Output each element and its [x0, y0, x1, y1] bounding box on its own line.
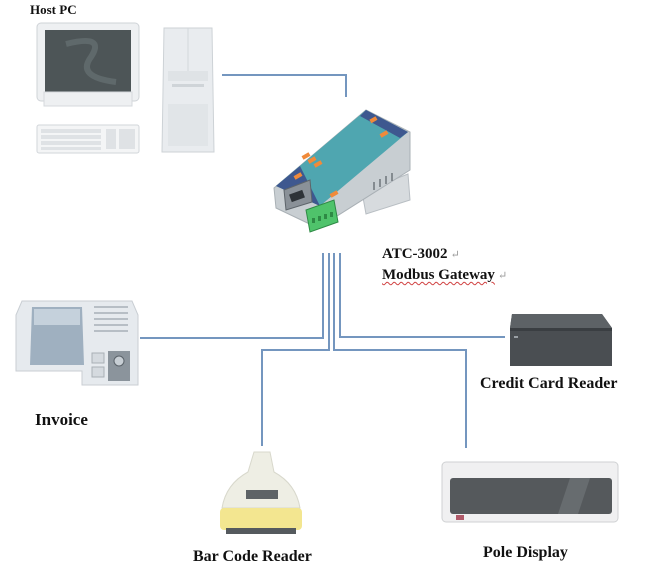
credit-card-reader-label: Credit Card Reader: [480, 375, 618, 392]
wire-host-pc: [222, 74, 347, 97]
credit-card-reader: [510, 314, 612, 366]
gateway-model: ATC-3002↵: [382, 246, 460, 262]
host-pc-keyboard: [36, 124, 140, 154]
gateway-title: ATC-3002↵ Modbus Gateway↵: [382, 244, 507, 286]
host-pc-monitor: [36, 22, 140, 107]
invoice-printer: [15, 300, 139, 386]
host-pc-tower: [161, 27, 215, 153]
atc-3002-gateway-device: [273, 109, 411, 233]
wire-bar-code-reader: [261, 253, 330, 446]
invoice-label: Invoice: [35, 410, 88, 429]
pole-display: [441, 461, 619, 523]
wire-credit-card-reader: [339, 253, 505, 338]
gateway-type: Modbus Gateway↵: [382, 267, 508, 283]
wire-pole-display: [333, 253, 467, 448]
wire-invoice: [140, 253, 324, 339]
pole-display-label: Pole Display: [483, 544, 568, 561]
bar-code-reader-label: Bar Code Reader: [193, 548, 312, 565]
bar-code-reader: [220, 451, 302, 534]
host-pc-label: Host PC: [30, 2, 77, 17]
